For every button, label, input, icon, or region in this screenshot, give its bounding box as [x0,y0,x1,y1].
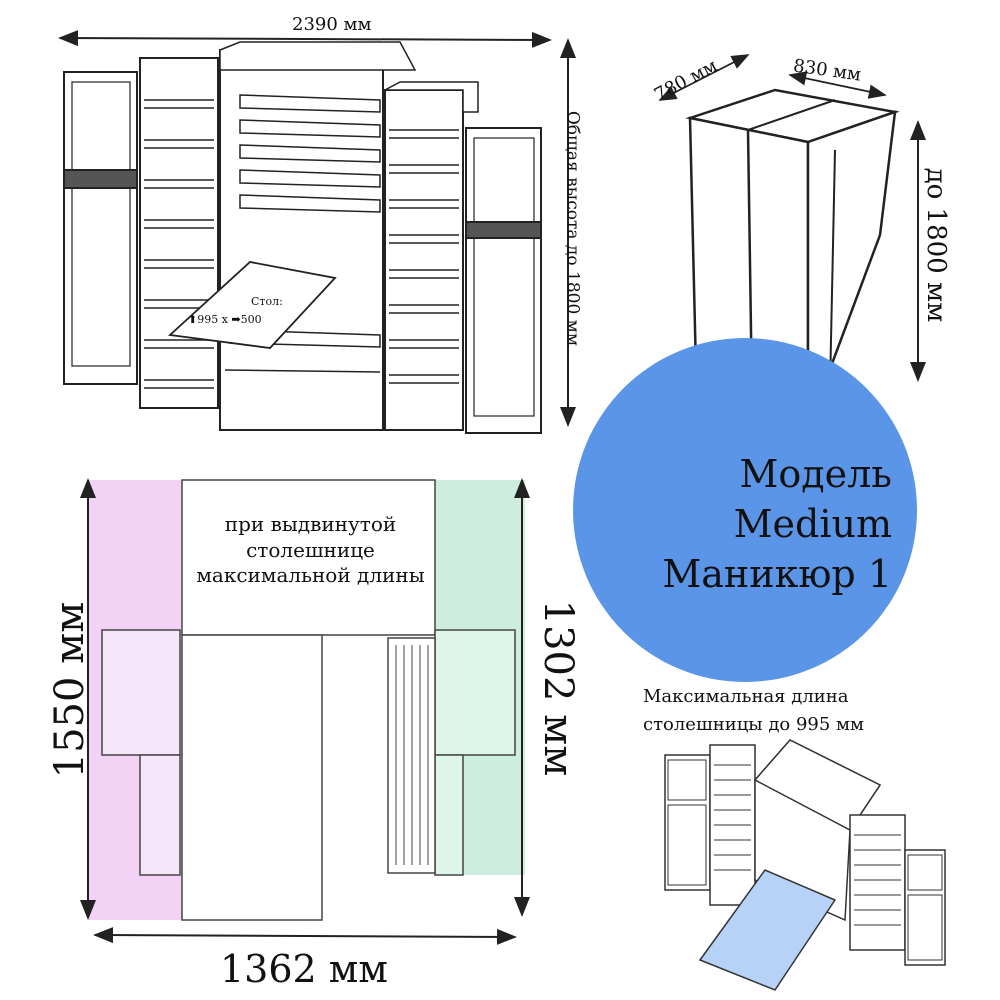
center-cabinet [219,49,384,431]
overall-height-label: Общая высота до 1800 мм [562,110,583,347]
tabletop-outline [181,479,436,636]
tabletop-note: при выдвинутой столешнице максимальной д… [196,512,425,588]
extended-table-drawing [664,739,946,991]
box-height-label: до 1800 мм [921,167,951,323]
extended-tabletop [698,869,837,991]
depth-dimension-arrow [658,54,750,101]
width-dimension-arrow [58,30,552,48]
model-title-line1: Модель [739,452,892,496]
plan-view-drawing [80,478,530,945]
left-height-label: 1550 мм [47,601,93,779]
plan-width-arrow [93,927,517,945]
right-height-label: 1302 мм [535,599,581,777]
pull-out-table [167,261,337,349]
table-label: Стол: [251,295,283,308]
table-dimensions-label: ⬆995 х ➡500 [188,313,262,326]
overall-width-label: 2390 мм [292,14,372,35]
model-title-line3: Маникюр 1 [662,552,892,596]
model-title-line2: Medium [733,502,892,546]
box-width-dimension-arrow [788,71,887,99]
max-length-caption-line1: Максимальная длина [643,686,849,707]
max-length-caption-line2: столешницы до 995 мм [643,714,865,735]
right-shelf-column [384,89,464,431]
plan-width-label: 1362 мм [220,947,388,991]
left-shelf-column [139,57,219,409]
model-circle [573,338,917,682]
box-side [806,110,897,429]
open-unit-drawing [58,30,576,434]
